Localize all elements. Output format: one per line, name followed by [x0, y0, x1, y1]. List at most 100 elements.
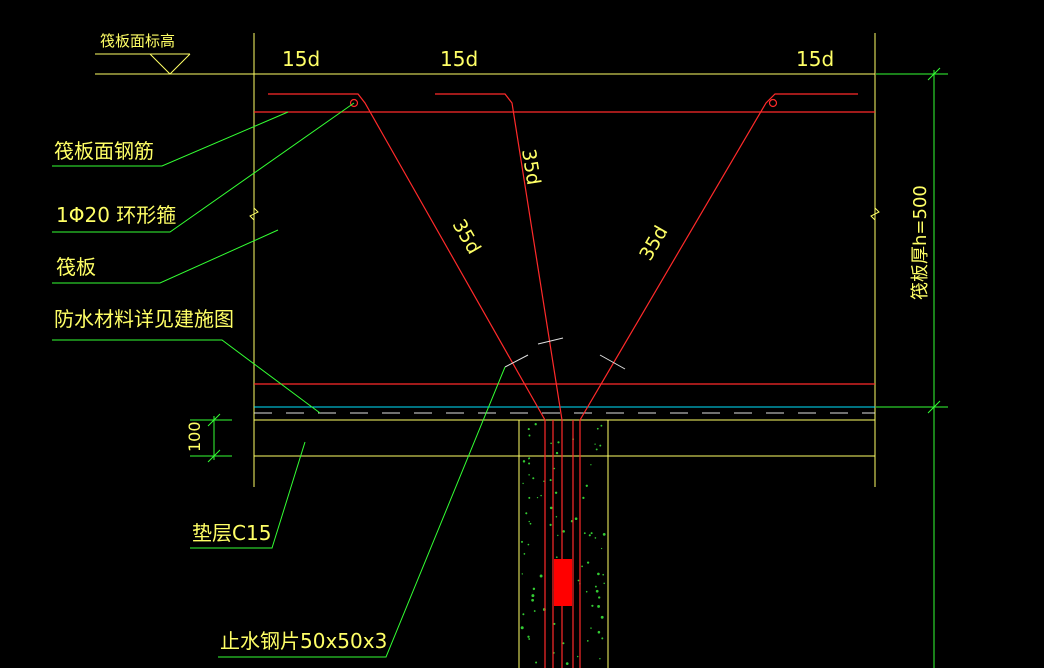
slab-top-rebar-label: 筏板面钢筋 [54, 139, 154, 163]
aggregate-dot [550, 442, 552, 445]
right-bent-bar [579, 93, 858, 668]
aggregate-dot [522, 613, 525, 616]
aggregate-dot [532, 477, 535, 480]
aggregate-dot [574, 517, 578, 520]
aggregate-dot [603, 582, 605, 585]
leader-waterproof [52, 339, 321, 414]
aggregate-dot [534, 423, 537, 426]
stop-plate-label: 止水钢片50x50x3 [220, 629, 387, 653]
aggregate-dot [549, 506, 553, 510]
aggregate-dot [585, 484, 588, 487]
ring-stirrup-label: 1Φ20 环形箍 [56, 203, 176, 227]
ring-stirrup-right-icon [768, 98, 778, 108]
aggregate-dot [528, 434, 531, 437]
aggregate-dot [596, 427, 599, 430]
aggregate-dot [527, 635, 530, 638]
aggregate-dot [531, 594, 535, 598]
left-bent-bar [268, 93, 546, 668]
aggregate-dot [597, 572, 600, 576]
slab-top-elevation-label: 筏板面标高 [100, 32, 175, 50]
aggregate-dot [521, 573, 523, 575]
cushion-label: 垫层C15 [192, 521, 271, 545]
middle-bent-bar [435, 93, 563, 668]
aggregate-dot [540, 494, 542, 497]
bend-right-dimension: 35d [635, 222, 672, 264]
elevation-marker-icon [95, 53, 191, 75]
aggregate-dot [536, 496, 539, 499]
aggregate-dot [581, 565, 583, 568]
aggregate-dot [528, 462, 531, 465]
aggregate-dot [597, 630, 601, 634]
aggregate-dot [535, 661, 538, 664]
cushion-thickness-dimension [190, 413, 232, 463]
aggregate-dot [602, 533, 606, 536]
aggregate-dot [543, 480, 545, 483]
aggregate-dot [554, 491, 558, 494]
aggregate-dot [600, 547, 603, 550]
aggregate-dot [555, 556, 558, 559]
cushion-thickness-dimension-text: 100 [185, 421, 204, 452]
aggregate-dot [533, 610, 536, 612]
aggregate-dot [549, 523, 552, 527]
aggregate-dot [565, 662, 569, 665]
ring-stirrup-left-icon [349, 98, 359, 108]
aggregate-dot [590, 627, 592, 629]
leader-ring-stirrup [52, 102, 355, 233]
aggregate-dot [553, 622, 556, 625]
leader-raft-slab [52, 229, 279, 284]
aggregate-dot [599, 444, 602, 447]
aggregate-dot [522, 460, 526, 463]
aggregate-dot [555, 516, 558, 518]
slab-outline [95, 33, 876, 668]
aggregate-dot [601, 637, 604, 640]
left-break-symbol [249, 207, 259, 221]
bend-left-dimension: 35d [448, 216, 485, 258]
aggregate-dot [520, 626, 524, 630]
aggregate-dot [523, 553, 526, 555]
aggregate-dot [585, 590, 588, 593]
aggregate-dot [594, 443, 596, 445]
aggregate-dot [528, 638, 531, 640]
aggregate-dot [527, 543, 530, 546]
waterproof-material-label: 防水材料详见建施图 [54, 307, 234, 331]
aggregate-dot [522, 482, 524, 485]
raft-slab-label: 筏板 [56, 255, 96, 279]
aggregate-dot [525, 512, 528, 515]
aggregate-dot [602, 573, 605, 576]
aggregate-dot [577, 579, 580, 582]
aggregate-dot [583, 532, 586, 535]
anchor-mid-dimension: 15d [440, 47, 478, 71]
aggregate-dot [594, 585, 597, 588]
aggregate-dot [576, 655, 579, 658]
right-break-symbol [870, 207, 880, 221]
aggregate-dot [555, 451, 559, 455]
aggregate-dot [597, 604, 601, 608]
slab-thickness-dimension [876, 67, 948, 668]
aggregate-dot [557, 534, 559, 537]
aggregate-dot [582, 496, 585, 500]
aggregate-dot [595, 589, 599, 593]
pile-concrete-aggregate [520, 423, 606, 665]
slab-thickness-dimension-text: 筏板厚h=500 [910, 185, 931, 300]
stop-plate-block [554, 559, 572, 606]
leader-slab-top-rebar [52, 111, 289, 167]
anchor-left-dimension: 15d [282, 47, 320, 71]
leader-stop-plate [218, 366, 506, 658]
aggregate-dot [529, 522, 532, 525]
aggregate-dot [590, 464, 592, 466]
annotation-labels: 筏板面标高 筏板面钢筋 1Φ20 环形箍 筏板 防水材料详见建施图 垫层C15 … [54, 32, 387, 653]
rebar-group [254, 93, 875, 668]
aggregate-dot [531, 598, 534, 602]
leader-cushion [190, 441, 306, 549]
aggregate-dot [562, 642, 565, 645]
waterproof-layer [254, 406, 875, 414]
aggregate-dot [528, 520, 530, 523]
aggregate-dot [586, 640, 589, 642]
aggregate-dot [588, 534, 591, 537]
break-symbols [249, 207, 880, 221]
aggregate-dot [520, 540, 524, 543]
aggregate-dot [562, 530, 565, 533]
anchor-right-dimension: 15d [796, 47, 834, 71]
aggregate-dot [600, 615, 604, 619]
